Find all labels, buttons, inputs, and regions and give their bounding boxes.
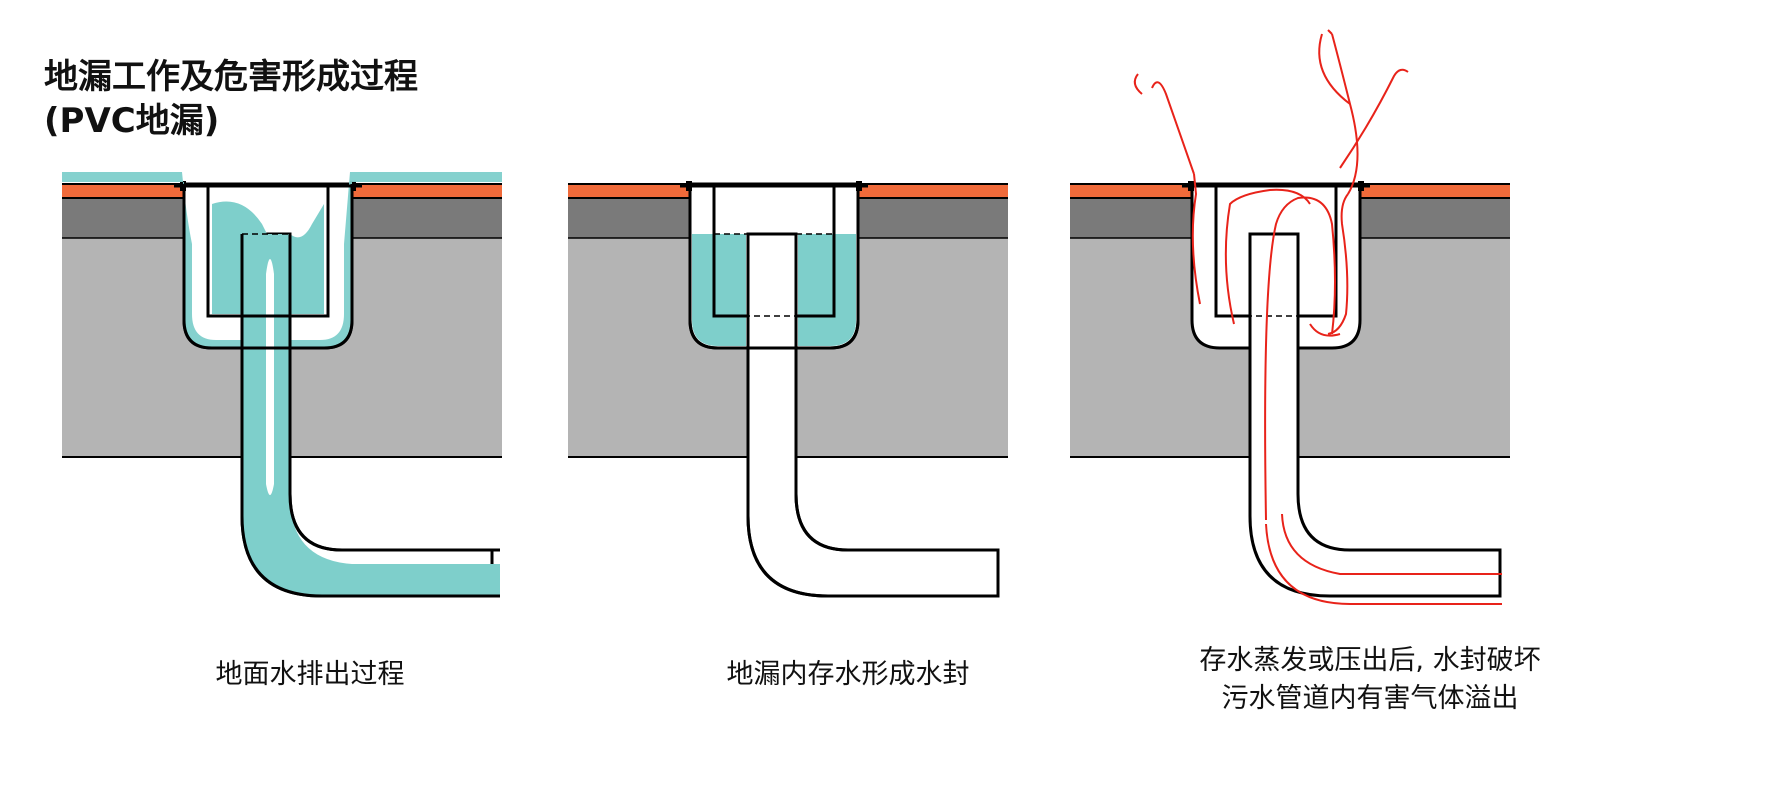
diagram-subtitle: (PVC地漏) [44, 101, 220, 141]
caption-gas-escape-line1: 存水蒸发或压出后, 水封破坏 [1199, 645, 1541, 676]
caption-gas-escape: 存水蒸发或压出后, 水封破坏 污水管道内有害气体溢出 [1090, 642, 1650, 718]
caption-gas-escape-line2: 污水管道内有害气体溢出 [1221, 683, 1519, 714]
panel-water-seal [566, 179, 1010, 598]
caption-water-seal: 地漏内存水形成水封 [726, 659, 970, 690]
panel-gas-escape [1068, 29, 1512, 605]
caption-draining: 地面水排出过程 [215, 659, 405, 690]
panel-draining [60, 172, 504, 598]
diagram-title: 地漏工作及危害形成过程 [44, 57, 418, 97]
